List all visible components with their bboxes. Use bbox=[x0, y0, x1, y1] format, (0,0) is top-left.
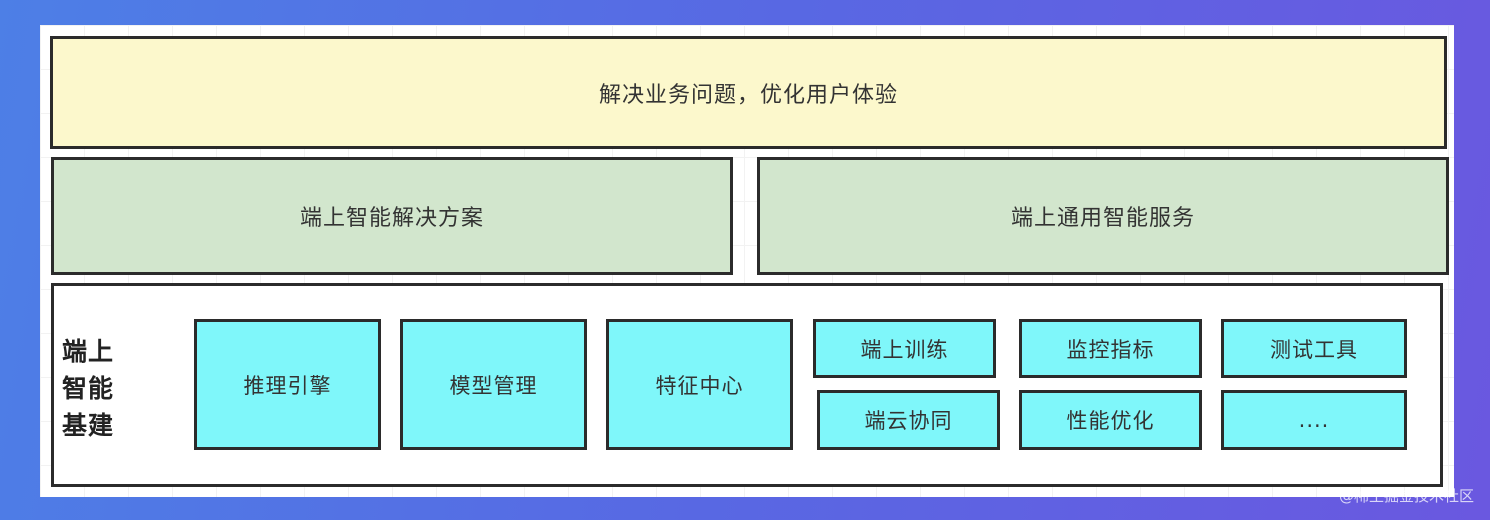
module-label: 推理引擎 bbox=[243, 373, 332, 398]
module-label: 性能优化 bbox=[1066, 409, 1155, 433]
middle-layer-solutions-label: 端上智能解决方案 bbox=[299, 206, 484, 231]
top-layer-label: 解决业务问题，优化用户体验 bbox=[598, 82, 898, 108]
middle-layer-services-box: 端上通用智能服务 bbox=[757, 157, 1449, 275]
middle-layer-services-label: 端上通用智能服务 bbox=[1010, 206, 1195, 231]
module-label: 测试工具 bbox=[1270, 337, 1358, 362]
module-label: 监控指标 bbox=[1066, 337, 1155, 362]
module-inference-engine: 推理引擎 bbox=[194, 319, 381, 450]
module-label: 特征中心 bbox=[655, 373, 744, 398]
module-label: 端上训练 bbox=[860, 337, 949, 362]
top-layer-box: 解决业务问题，优化用户体验 bbox=[50, 36, 1447, 149]
module-label: 模型管理 bbox=[449, 373, 538, 398]
module-monitoring-metrics: 监控指标 bbox=[1019, 319, 1202, 378]
module-label: 端云协同 bbox=[864, 409, 953, 433]
module-more-ellipsis: .... bbox=[1221, 390, 1407, 450]
base-layer-title: 端上智能基建 bbox=[61, 337, 114, 440]
module-model-management: 模型管理 bbox=[400, 319, 587, 450]
module-device-cloud-collaboration: 端云协同 bbox=[817, 390, 1000, 450]
watermark-text: @稀土掘金技术社区 bbox=[1338, 487, 1474, 505]
module-feature-center: 特征中心 bbox=[606, 319, 793, 450]
module-label: .... bbox=[1298, 408, 1330, 432]
module-on-device-training: 端上训练 bbox=[813, 319, 996, 378]
module-testing-tools: 测试工具 bbox=[1221, 319, 1407, 378]
module-performance-optimization: 性能优化 bbox=[1019, 390, 1202, 450]
middle-layer-solutions-box: 端上智能解决方案 bbox=[51, 157, 733, 275]
